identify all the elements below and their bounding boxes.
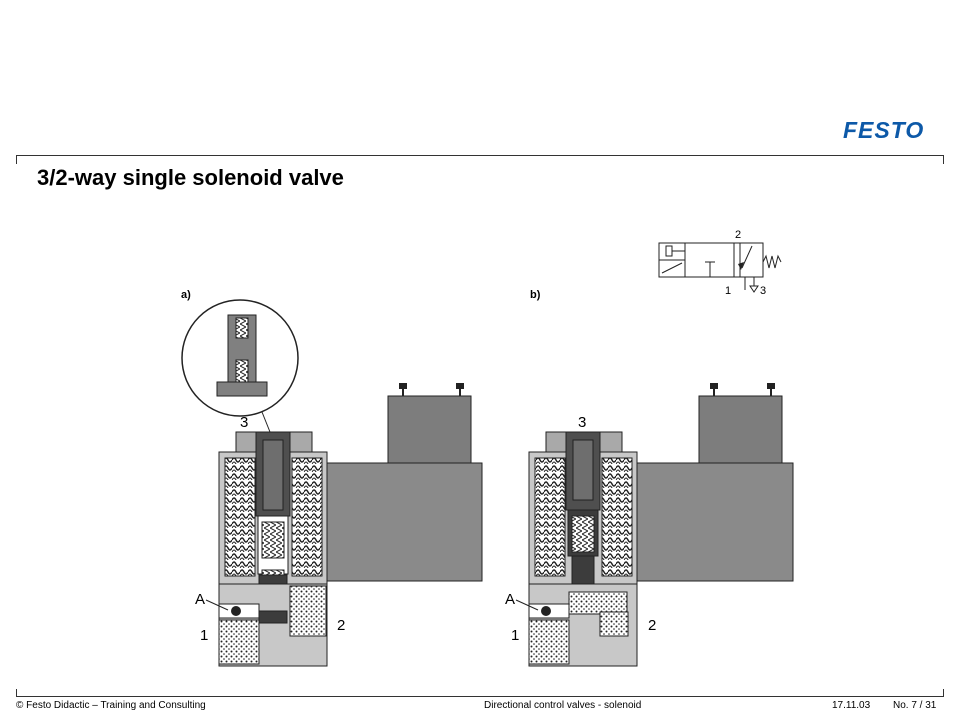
footer-copyright: © Festo Didactic – Training and Consulti… <box>16 700 206 711</box>
festo-logo: FESTO <box>843 117 925 143</box>
symbol-port-1-label: 1 <box>725 285 731 297</box>
port-2-label-b: 2 <box>648 617 656 634</box>
armature-label-a: A <box>195 591 205 608</box>
port-1-label-a: 1 <box>200 627 208 644</box>
symbol-port-3-label: 3 <box>760 285 766 297</box>
solenoid-coil-housing-b <box>632 383 794 582</box>
header-divider <box>16 155 944 164</box>
footer-topic: Directional control valves - solenoid <box>484 700 642 711</box>
valve-body-a <box>205 431 328 667</box>
port-1-label-b: 1 <box>511 627 519 644</box>
panel-b-label: b) <box>530 289 541 301</box>
port-2-label-a: 2 <box>337 617 345 634</box>
armature-detail-circle <box>181 299 299 433</box>
panel-a: a) 3 <box>181 289 483 667</box>
footer-page-number: No. 7 / 31 <box>893 700 937 711</box>
footer-divider <box>16 689 944 697</box>
slide-title: 3/2-way single solenoid valve <box>37 165 344 190</box>
solenoid-coil-housing-a <box>321 383 483 582</box>
port-3-label-a: 3 <box>240 414 248 431</box>
panel-a-label: a) <box>181 289 191 301</box>
symbol-port-2-label: 2 <box>735 229 741 241</box>
armature-label-b: A <box>505 591 515 608</box>
valve-body-b <box>515 431 638 667</box>
panel-b: b) 3 A 1 <box>505 289 794 667</box>
footer-date: 17.11.03 <box>832 700 871 711</box>
valve-circuit-symbol: 2 1 3 <box>658 229 782 297</box>
port-3-label-b: 3 <box>578 414 586 431</box>
